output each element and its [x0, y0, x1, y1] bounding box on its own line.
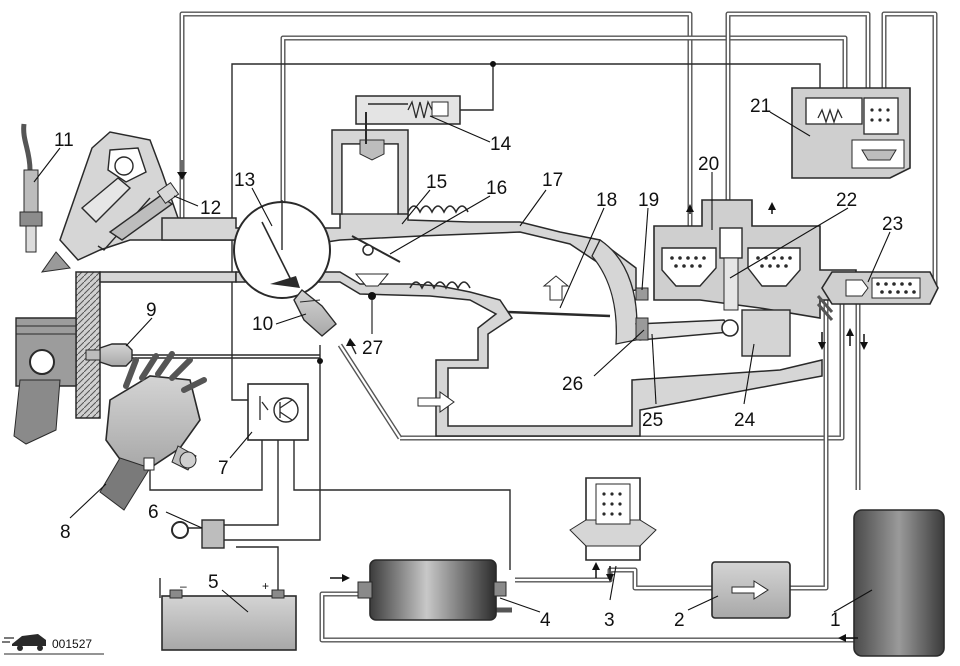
- callout-22: 22: [836, 190, 857, 211]
- callout-1: 1: [830, 610, 841, 631]
- spring-icon: [407, 100, 433, 119]
- callout-labels: 1 2 3 4 5 6 7 8 9 10 11 12 13 14 15 16 1…: [54, 96, 903, 631]
- callout-3: 3: [604, 610, 615, 631]
- arrow-down-icon: [818, 342, 826, 350]
- callout-14: 14: [490, 134, 512, 155]
- bellows-icon: [407, 205, 469, 214]
- callout-8: 8: [60, 522, 71, 543]
- battery-5: – +: [161, 579, 297, 651]
- aux-air-valve-13: [233, 200, 331, 299]
- callout-13: 13: [234, 170, 255, 191]
- sensor-lever-25: [635, 287, 791, 357]
- callout-23: 23: [882, 214, 903, 235]
- car-logo-icon: [2, 634, 46, 651]
- leader-lines: [33, 111, 891, 613]
- wiring: [100, 61, 821, 598]
- callout-18: 18: [596, 190, 617, 211]
- fuel-tank-1: [838, 509, 945, 657]
- battery-plus-label: +: [262, 579, 269, 593]
- relay-6: [171, 519, 225, 549]
- battery-minus-label: –: [180, 579, 187, 593]
- callout-24: 24: [734, 410, 756, 431]
- callout-5: 5: [208, 572, 219, 593]
- callout-27: 27: [362, 338, 383, 359]
- callout-10: 10: [252, 314, 273, 335]
- figure-code-text: 001527: [52, 637, 92, 651]
- arrow-right-icon: [417, 391, 455, 413]
- pressure-regulator-23: [821, 271, 939, 305]
- callout-21: 21: [750, 96, 771, 117]
- callout-15: 15: [426, 172, 447, 193]
- warm-up-regulator-21: [791, 87, 911, 179]
- transistor-icon: [273, 397, 299, 423]
- control-unit-7: [247, 383, 309, 441]
- fuel-pump-4: [330, 559, 507, 621]
- callout-19: 19: [638, 190, 659, 211]
- callout-6: 6: [148, 502, 159, 523]
- fuel-filter-2: [711, 561, 791, 619]
- valve-10: [293, 289, 357, 355]
- callout-25: 25: [642, 410, 663, 431]
- callout-4: 4: [540, 610, 551, 631]
- ignition-distributor-8: [99, 351, 207, 511]
- figure-code: 001527: [2, 634, 104, 655]
- arrow-up-icon: [542, 275, 570, 301]
- callout-2: 2: [674, 610, 685, 631]
- callout-11: 11: [54, 130, 74, 151]
- fuel-distributor-20: [653, 199, 868, 350]
- temp-sensor-9: [85, 343, 133, 367]
- thermo-switch-14: [355, 95, 461, 144]
- callout-12: 12: [200, 198, 221, 219]
- fuel-lines: [179, 11, 938, 643]
- callout-7: 7: [218, 458, 229, 479]
- lambda-probe-11: [19, 123, 43, 253]
- callout-16: 16: [486, 178, 507, 199]
- callout-20: 20: [698, 154, 719, 175]
- fuel-accumulator-3: [569, 477, 657, 582]
- callout-17: 17: [542, 170, 563, 191]
- callout-26: 26: [562, 374, 583, 395]
- injector-12: [108, 160, 187, 241]
- callout-9: 9: [146, 300, 157, 321]
